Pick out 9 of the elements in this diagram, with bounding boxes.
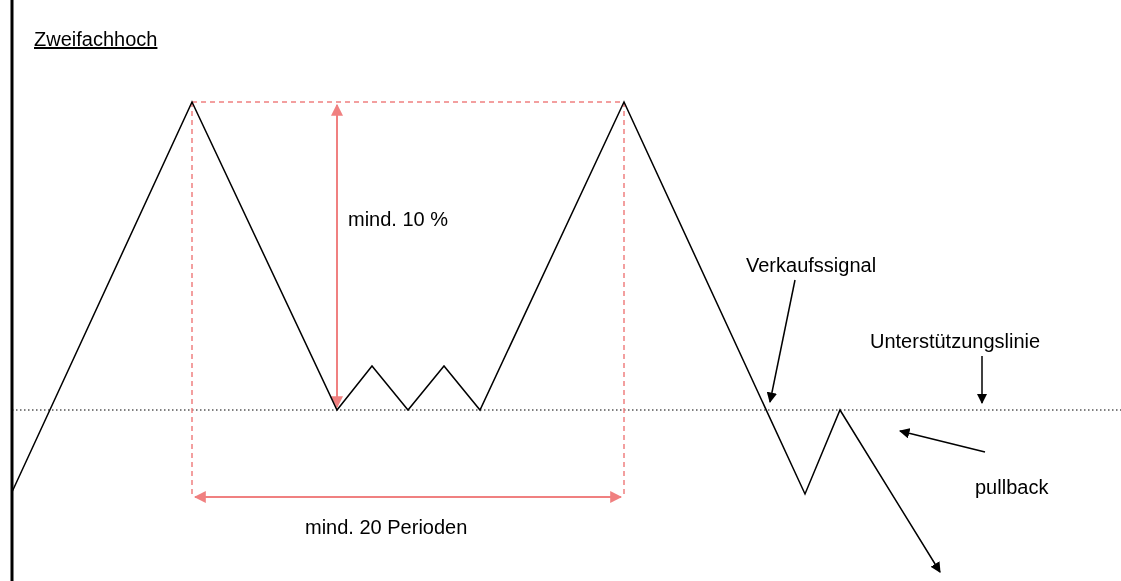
dimension-label: mind. 20 Perioden — [305, 516, 468, 538]
annotation-text: pullback — [975, 476, 1049, 498]
leader-line — [899, 428, 986, 453]
chart-title: Zweifachhoch — [34, 28, 158, 50]
leader-line — [976, 355, 988, 405]
leader-line — [766, 279, 796, 404]
annotation-text: Unterstützungslinie — [870, 330, 1041, 352]
annotation-text: Verkaufssignal — [746, 254, 877, 276]
dimension-label: mind. 10 % — [348, 208, 449, 230]
